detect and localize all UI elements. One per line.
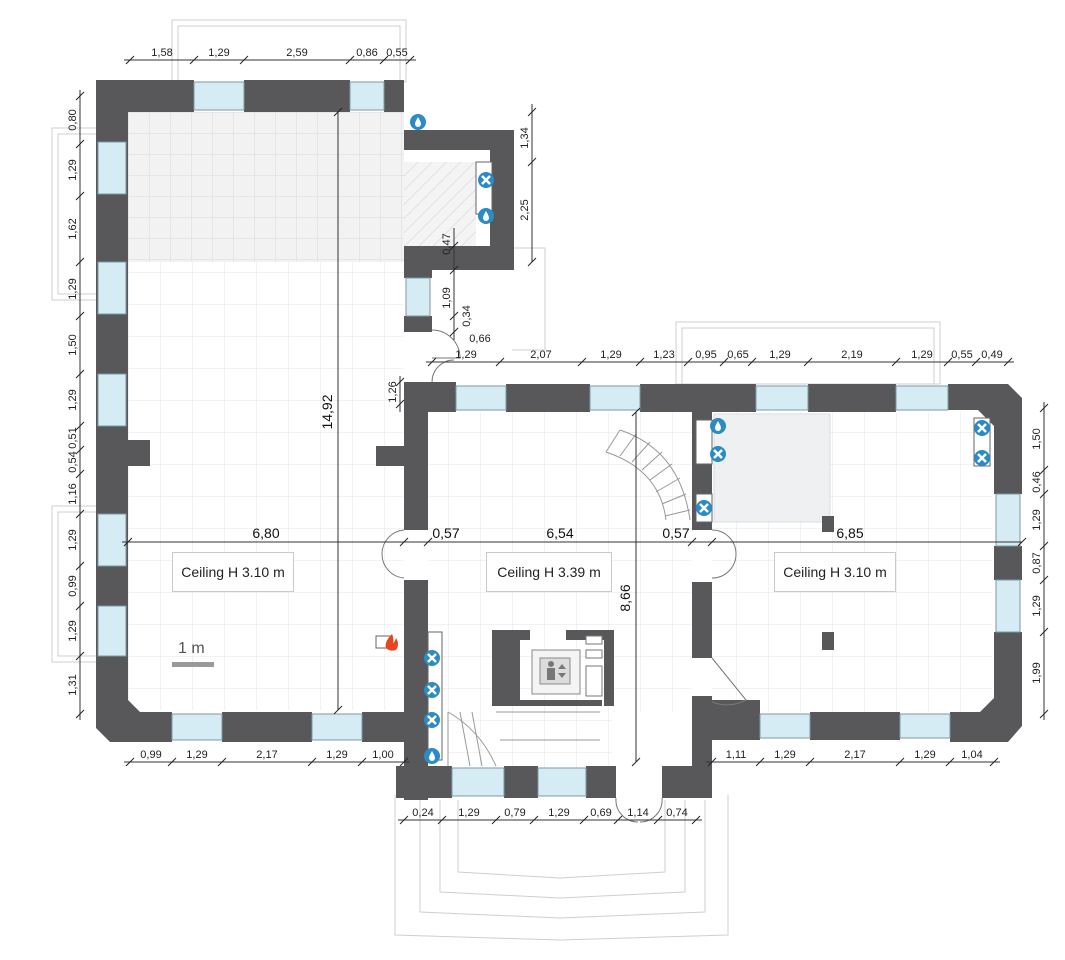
dimension-label-left: 1,29 [67,159,79,180]
dimension-label-bottom_left: 0,99 [140,749,161,761]
dimension-label-left: 1,29 [67,620,79,641]
dimension-label-right: 0,46 [1031,471,1043,492]
dimension-label-top_right: 2,19 [841,349,862,361]
dimension-label-entrance: 0,69 [590,807,611,819]
dimension-label-entrance: 0,74 [666,807,687,819]
dimension-label-left: 0,54 [67,451,79,472]
walls [96,80,1022,800]
scale-bar: 1 m [172,640,214,667]
dimension-label-right: 0,87 [1031,552,1043,573]
dimension-label: 0,57 [662,525,689,541]
fireplace-icon [385,634,398,651]
dimension-label-left: 1,62 [67,218,79,239]
long-dimension-lines [122,112,1022,762]
dimension-label-bottom_left: 1,29 [186,749,207,761]
dimension-label: 0,66 [469,333,490,345]
dimension-label-left: 0,51 [67,427,79,448]
dimension-label-top_left: 2,59 [286,47,307,59]
dimension-label: 6,80 [252,525,279,541]
ventilation-fan-icon [424,712,440,728]
dimension-label-entrance: 0,79 [504,807,525,819]
dimension-label-top_right: 0,49 [981,349,1002,361]
dimension-label-left: 0,99 [67,575,79,596]
water-drop-icon [710,418,726,434]
dimension-label: 2,25 [519,199,531,220]
ventilation-fan-icon [974,450,990,466]
windows [97,81,1021,797]
dimension-label-entrance: 0,24 [412,807,433,819]
dimension-label-top_left: 0,86 [356,47,377,59]
dimension-label: 0,34 [461,305,473,326]
dimension-label-left: 1,31 [67,674,79,695]
dimension-label-top_right: 0,55 [951,349,972,361]
dimension-label-top_left: 1,29 [208,47,229,59]
dimension-label-top_right: 2,07 [530,349,551,361]
dimension-label-bottom_left: 2,17 [256,749,277,761]
dimension-label: 8,66 [617,584,633,611]
ceiling-height-label-center: Ceiling H 3.39 m [486,552,612,592]
dimension-label-bottom_right: 2,17 [844,749,865,761]
dimension-label-left: 1,16 [67,483,79,504]
elevator-icon [539,657,571,685]
dimension-label: 6,54 [546,525,573,541]
dimension-label-right: 1,99 [1031,662,1043,683]
dimension-label-left: 1,29 [67,278,79,299]
dimension-label-top_left: 0,55 [386,47,407,59]
dimension-label-top_right: 1,29 [769,349,790,361]
dimension-label-entrance: 1,14 [627,807,648,819]
dimension-label-entrance: 1,29 [548,807,569,819]
dimension-label-right: 1,29 [1031,595,1043,616]
dimension-label-top_right: 1,23 [653,349,674,361]
dimension-label-bottom_left: 1,00 [372,749,393,761]
dimension-label-top_right: 1,29 [911,349,932,361]
dimension-chains: 1,58 1,29 2,59 0,86 0,55 1,29 2,07 1,29 1,23 0,95… [67,47,1049,825]
dimension-label-bottom_right: 1,04 [961,749,982,761]
dimension-label-bottom_right: 1,29 [914,749,935,761]
dimension-label-bottom_right: 1,29 [774,749,795,761]
dimension-label-left: 1,29 [67,529,79,550]
ceiling-height-label-left: Ceiling H 3.10 m [172,552,294,592]
ventilation-fan-icon [478,172,494,188]
stairs [447,429,691,767]
ventilation-fan-icon [696,500,712,516]
dimension-label-top_right: 0,95 [695,349,716,361]
ceiling-height-label-right: Ceiling H 3.10 m [774,552,896,592]
dimension-label-top_right: 0,65 [727,349,748,361]
dimension-label-top_right: 1,29 [600,349,621,361]
ventilation-fan-icon [710,446,726,462]
ventilation-fan-icon [424,682,440,698]
dimension-label-top_left: 1,58 [151,47,172,59]
dimension-label-bottom_left: 1,29 [326,749,347,761]
dimension-label-right: 1,29 [1031,509,1043,530]
door-swings [381,329,747,823]
dimension-label: 1,09 [441,287,453,308]
dimension-label-left: 1,50 [67,334,79,355]
dimension-label: 6,85 [836,525,863,541]
water-drop-icon [424,748,440,764]
dimension-label-left: 1,29 [67,389,79,410]
ventilation-fan-icon [974,420,990,436]
dimension-label-left: 0,80 [67,109,79,130]
dimension-label: 0,47 [441,233,453,254]
dimension-label-entrance: 1,29 [458,807,479,819]
dimension-label-right: 1,50 [1031,428,1043,449]
dimension-label: 0,57 [432,525,459,541]
dimension-label: 1,34 [519,127,531,148]
dimension-label: 14,92 [319,394,335,429]
dimension-label-top_right: 1,29 [455,349,476,361]
scale-label: 1 m [178,640,205,657]
scale-bar-line [172,662,214,667]
water-drop-icon [478,208,494,224]
dimension-label: 1,26 [387,381,399,402]
ventilation-fan-icon [424,650,440,666]
water-drop-icon [410,114,426,130]
dimension-label-bottom_right: 1,11 [726,749,747,761]
